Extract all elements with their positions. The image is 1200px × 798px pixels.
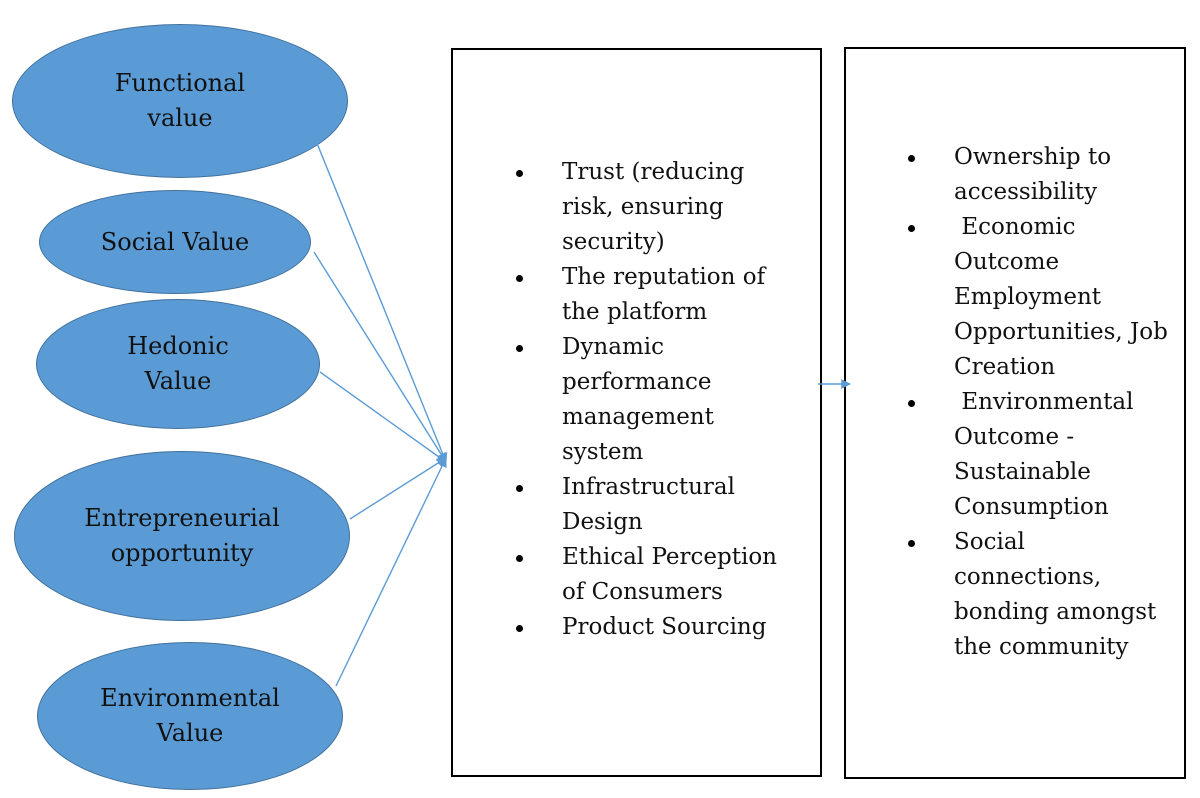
social-value-label: Social Value [100,227,250,256]
list-item: Dynamic performance management system [516,330,802,470]
outcomes-box [844,47,1186,779]
list-item: Trust (reducing risk, ensuring security) [516,155,802,260]
platform-factors-box [451,48,822,777]
arrow-hedonic-to-factors [319,371,447,463]
bullet-icon [516,275,523,282]
list-item: Ownership to accessibility [908,140,1179,210]
arrow-social-to-factors [313,251,447,463]
arrow-environmental-to-factors [335,457,447,687]
list-item: The reputation of the platform [516,260,802,330]
arrow-functional-to-factors [309,125,448,463]
list-item: Economic Outcome Employment Opportunitie… [908,210,1179,385]
bullet-icon [516,345,523,352]
functional-value-node: Functional value [12,24,348,178]
bullet-icon [516,485,523,492]
platform-factors-list: Trust (reducing risk, ensuring security)… [516,155,802,645]
environmental-value-node: Environmental Value [37,642,343,790]
list-item: Social connections, bonding amongst the … [908,525,1179,665]
entrepreneurial-opportunity-label: Entrepreneurial opportunity [84,504,280,567]
functional-value-label: Functional value [114,69,246,132]
outcomes-list: Ownership to accessibility Economic Outc… [908,140,1179,665]
list-item: Environmental Outcome - Sustainable Cons… [908,385,1179,525]
environmental-value-label: Environmental Value [100,684,280,747]
bullet-icon [516,555,523,562]
social-value-node: Social Value [39,190,311,294]
arrow-entrepreneurial-to-factors [349,457,447,520]
list-item: Infrastructural Design [516,470,802,540]
bullet-icon [908,155,915,162]
bullet-icon [908,540,915,547]
bullet-icon [908,225,915,232]
entrepreneurial-opportunity-node: Entrepreneurial opportunity [14,451,350,621]
hedonic-value-label: Hedonic Value [127,332,229,395]
hedonic-value-node: Hedonic Value [36,299,320,429]
bullet-icon [516,625,523,632]
list-item: Product Sourcing [516,610,802,645]
bullet-icon [908,400,915,407]
list-item: Ethical Perception of Consumers [516,540,802,610]
bullet-icon [516,170,523,177]
